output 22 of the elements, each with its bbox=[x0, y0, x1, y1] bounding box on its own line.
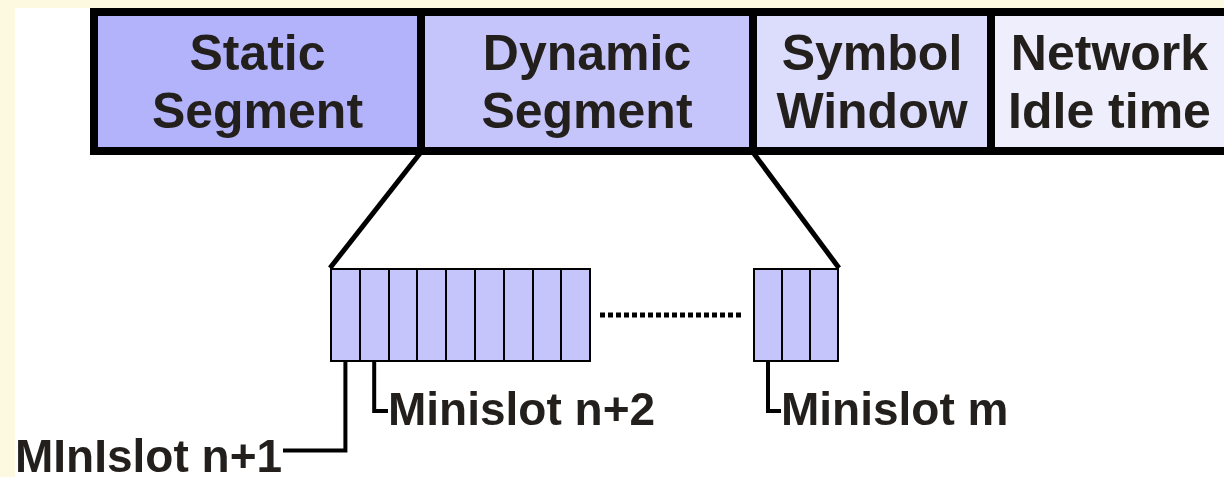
segment-label: Dynamic Segment bbox=[480, 23, 694, 140]
minislot-label: Minislot n+2 bbox=[388, 386, 656, 432]
minislot-box bbox=[753, 268, 783, 362]
segment-label: Network Idle time bbox=[1007, 23, 1212, 140]
segment-label: Static Segment bbox=[150, 23, 365, 140]
segment-label: Symbol Window bbox=[775, 23, 969, 140]
minislot-box bbox=[330, 268, 361, 362]
minislot-label: MInIslot n+1 bbox=[15, 433, 283, 477]
leader-line bbox=[766, 362, 781, 413]
minislot-box bbox=[809, 268, 839, 362]
minislot-box bbox=[445, 268, 476, 362]
segment-box bbox=[995, 16, 1224, 147]
segment-box bbox=[98, 16, 417, 147]
segment-box bbox=[757, 16, 987, 147]
minislot-label: Minislot m bbox=[781, 386, 1009, 432]
segment-box bbox=[425, 16, 749, 147]
leader-line bbox=[372, 362, 388, 413]
minislot-box bbox=[474, 268, 505, 362]
minislot-box bbox=[560, 268, 592, 362]
minislot-box bbox=[416, 268, 448, 362]
minislot-box bbox=[781, 268, 811, 362]
leader-line bbox=[283, 362, 348, 453]
